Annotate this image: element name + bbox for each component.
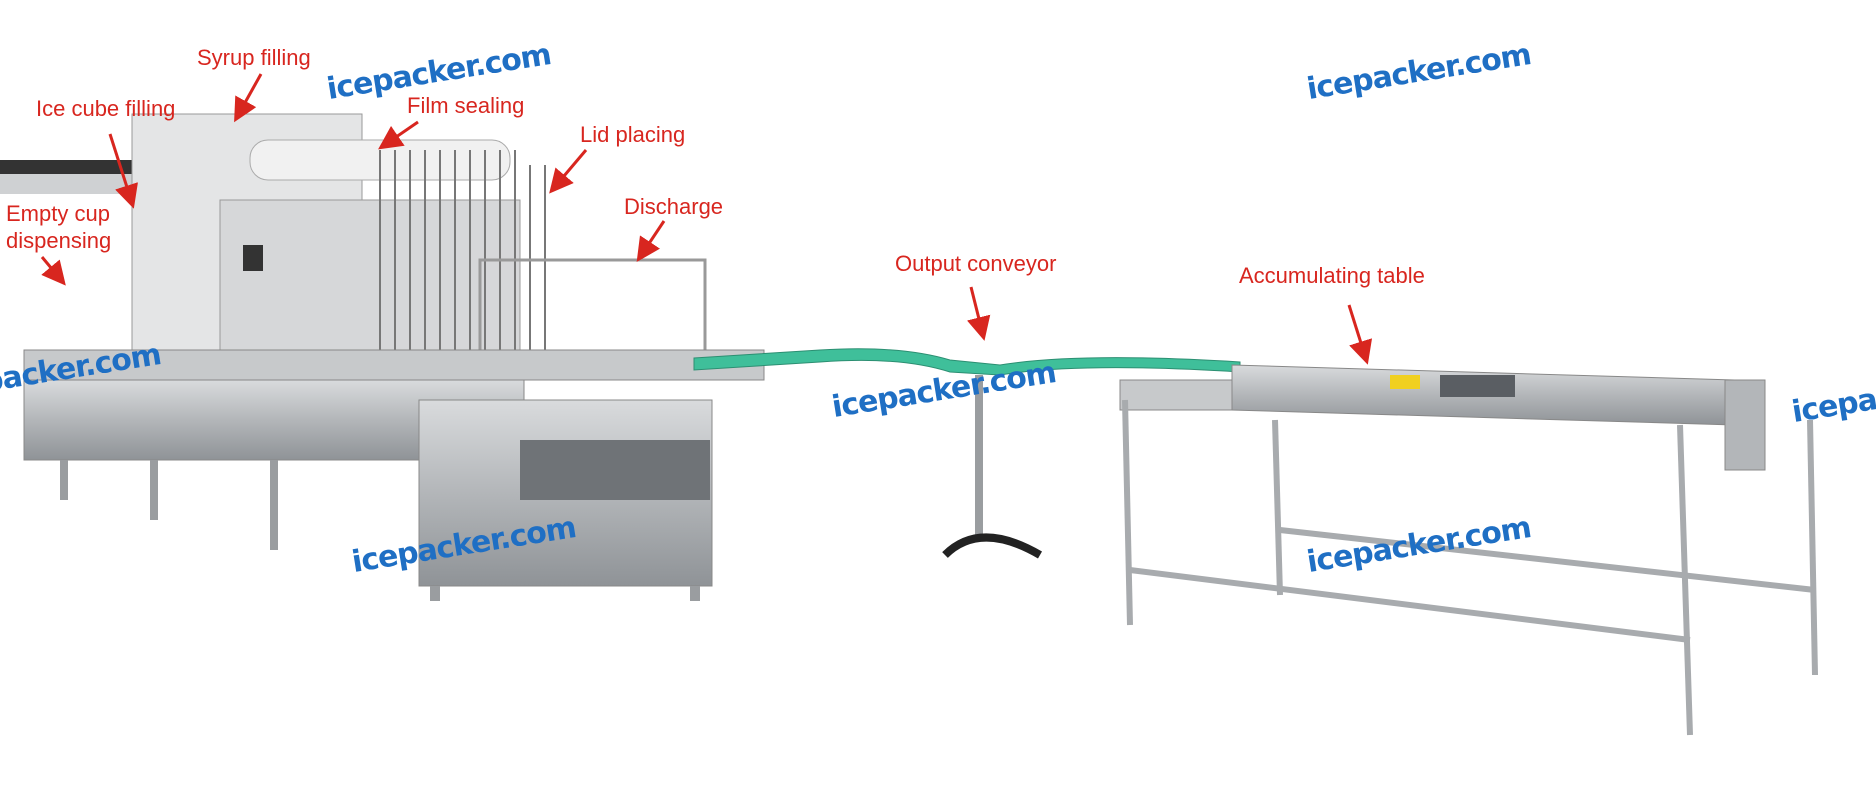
filling-sealing-housing xyxy=(131,113,707,362)
label-output-conveyor: Output conveyor xyxy=(895,251,1057,276)
label-dispensing: dispensing xyxy=(6,228,112,253)
label-lid-placing: Lid placing xyxy=(580,122,686,147)
label-syrup-filling: Syrup filling xyxy=(197,45,311,70)
accumulating-table xyxy=(1119,364,1818,736)
main-frame xyxy=(23,349,765,601)
label-discharge: Discharge xyxy=(624,194,724,219)
label-film-sealing: Film sealing xyxy=(407,93,525,118)
label-ice-cube-filling: Ice cube filling xyxy=(36,96,176,121)
label-arrows xyxy=(40,73,1373,365)
label-accumulating-table: Accumulating table xyxy=(1239,263,1425,288)
label-empty-cup: Empty cup xyxy=(6,201,110,226)
